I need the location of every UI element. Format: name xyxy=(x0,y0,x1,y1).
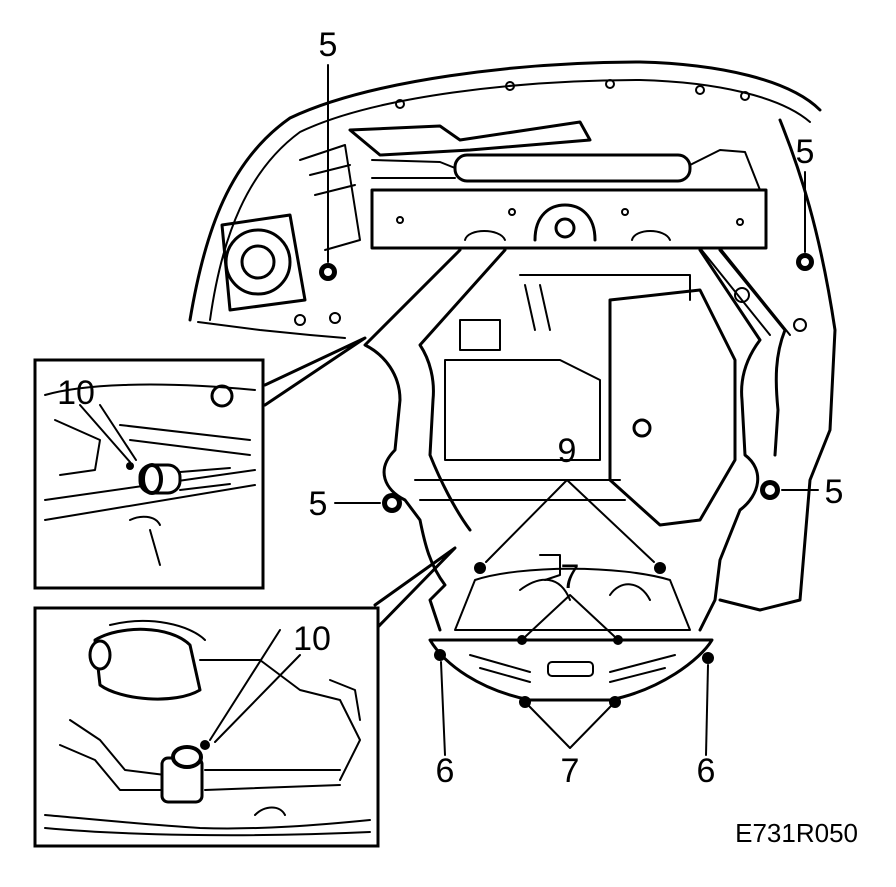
callout-5-top: 5 xyxy=(319,26,338,64)
lower-cover-plate xyxy=(428,554,714,702)
inset-lower xyxy=(33,606,380,848)
callout-5-right: 5 xyxy=(825,473,844,511)
subframe xyxy=(363,248,787,632)
bolt-7-bottom-left xyxy=(519,696,531,708)
bolt-9-left xyxy=(474,562,486,574)
leader-lines xyxy=(327,64,819,756)
bolt-7-bottom-right xyxy=(609,696,621,708)
callout-9: 9 xyxy=(558,432,577,470)
upper-crossmember xyxy=(348,120,768,250)
inset-pointers xyxy=(263,336,457,632)
bolts xyxy=(319,253,814,708)
bolt-7-inner-right xyxy=(613,635,623,645)
callout-labels: 5 5 5 5 9 7 6 7 6 10 10 xyxy=(57,26,843,790)
bolt-7-inner-left xyxy=(517,635,527,645)
bolt-10-upper xyxy=(126,462,134,470)
callout-7-inner: 7 xyxy=(561,558,580,596)
bolt-10-lower xyxy=(200,740,210,750)
inset-upper xyxy=(33,358,265,590)
callout-10-lower: 10 xyxy=(293,620,331,658)
left-spring-seat xyxy=(220,144,361,326)
body-outline xyxy=(188,60,822,339)
callout-6-left: 6 xyxy=(436,752,455,790)
figure-code: E731R050 xyxy=(735,818,858,848)
callout-5-left: 5 xyxy=(309,485,328,523)
bolt-9-right xyxy=(654,562,666,574)
bolt-6-right xyxy=(702,652,714,664)
callout-5-right-top: 5 xyxy=(796,133,815,171)
callout-7-bottom: 7 xyxy=(561,752,580,790)
callout-6-right: 6 xyxy=(697,752,716,790)
bolt-6-left xyxy=(434,649,446,661)
callout-10-upper: 10 xyxy=(57,374,95,412)
